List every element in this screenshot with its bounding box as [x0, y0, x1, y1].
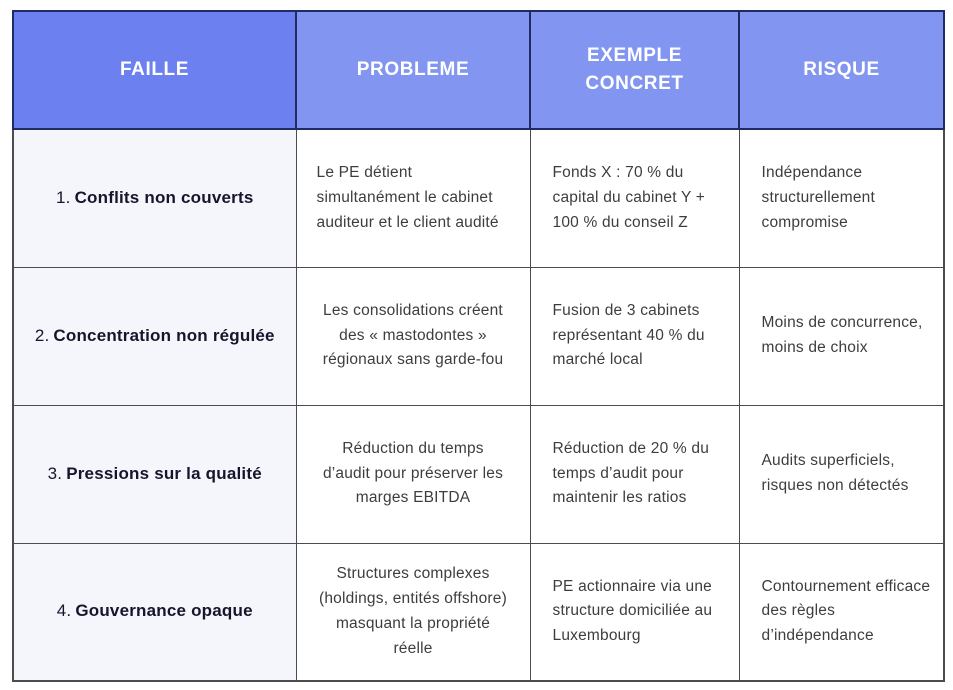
cell-probleme: Structures complexes (holdings, entités …: [295, 542, 531, 682]
faille-item: 2. Concentration non régulée: [35, 323, 275, 349]
cell-probleme: Réduction du temps d’audit pour préserve…: [295, 404, 531, 544]
cell-risque: Indépendance structurellement compromise: [738, 128, 945, 268]
row-number: 1.: [55, 187, 71, 207]
column-header-label: PROBLEME: [356, 59, 470, 81]
faille-label: Gouvernance opaque: [75, 601, 253, 621]
faille-item: 1. Conflits non couverts: [56, 185, 254, 211]
cell-exemple-concret: Fonds X : 70 % du capital du cabinet Y +…: [529, 128, 740, 268]
cell-exemple-concret: Fusion de 3 cabinets représentant 40 % d…: [529, 266, 740, 406]
cell-exemple-concret: PE actionnaire via une structure domicil…: [529, 542, 740, 682]
column-header-probleme: PROBLEME: [295, 10, 531, 130]
table-row: 2. Concentration non régulée Les consoli…: [12, 266, 945, 406]
row-number: 4.: [56, 601, 72, 621]
cell-faille: 1. Conflits non couverts: [12, 128, 297, 268]
faille-item: 3. Pressions sur la qualité: [48, 461, 262, 487]
faille-label: Concentration non régulée: [53, 325, 275, 345]
column-header-label: RISQUE: [803, 59, 880, 81]
table-row: 4. Gouvernance opaque Structures complex…: [12, 542, 945, 682]
column-header-label: EXEMPLE CONCRET: [585, 45, 684, 94]
row-number: 3.: [47, 463, 63, 483]
row-number: 2.: [34, 325, 50, 345]
column-header-risque: RISQUE: [738, 10, 945, 130]
cell-probleme: Le PE détient simultanément le cabinet a…: [295, 128, 531, 268]
column-header-faille: FAILLE: [12, 10, 297, 130]
cell-risque: Contournement efficace des règles d’indé…: [738, 542, 945, 682]
table-row: 3. Pressions sur la qualité Réduction du…: [12, 404, 945, 544]
cell-faille: 2. Concentration non régulée: [12, 266, 297, 406]
cell-probleme: Les consolidations créent des « mastodon…: [295, 266, 531, 406]
cell-risque: Moins de concurrence, moins de choix: [738, 266, 945, 406]
column-header-label: FAILLE: [119, 59, 190, 81]
cell-exemple-concret: Réduction de 20 % du temps d’audit pour …: [529, 404, 740, 544]
faille-label: Conflits non couverts: [74, 187, 254, 207]
cell-faille: 3. Pressions sur la qualité: [12, 404, 297, 544]
faille-item: 4. Gouvernance opaque: [57, 598, 253, 624]
cell-risque: Audits superficiels, risques non détecté…: [738, 404, 945, 544]
audit-risks-table: FAILLE PROBLEME EXEMPLE CONCRET RISQUE 1…: [12, 10, 945, 682]
column-header-exemple-concret: EXEMPLE CONCRET: [529, 10, 740, 130]
faille-label: Pressions sur la qualité: [66, 463, 262, 483]
header-row: FAILLE PROBLEME EXEMPLE CONCRET RISQUE: [12, 10, 945, 130]
table-row: 1. Conflits non couverts Le PE détient s…: [12, 128, 945, 268]
cell-faille: 4. Gouvernance opaque: [12, 542, 297, 682]
